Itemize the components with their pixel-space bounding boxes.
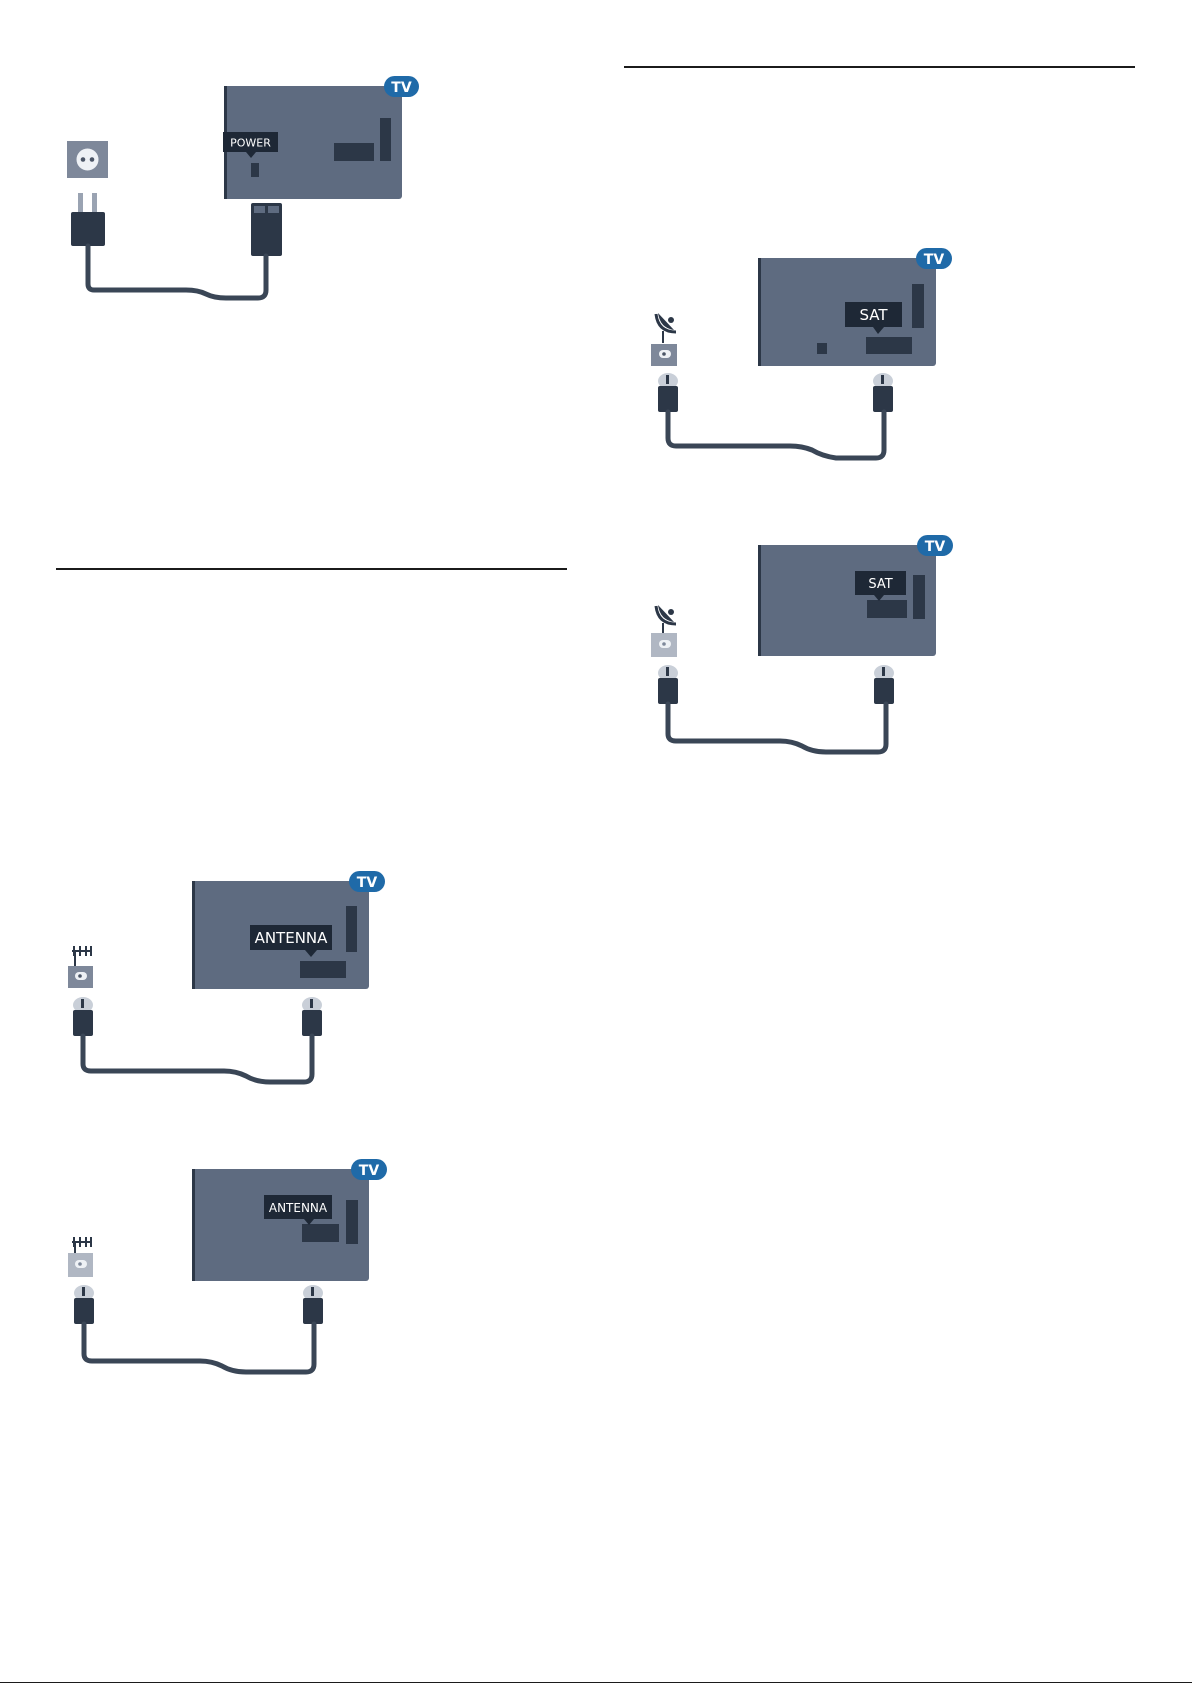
satellite-dish-icon xyxy=(656,313,676,343)
coax-plug-left xyxy=(74,1285,94,1324)
sat-cable-1 xyxy=(668,412,884,458)
coax-plug-right xyxy=(873,373,893,412)
antenna-diagram-1: TV ANTENNA xyxy=(68,871,385,1082)
svg-text:POWER: POWER xyxy=(230,137,271,150)
coax-plug-right xyxy=(874,665,894,704)
svg-text:TV: TV xyxy=(391,80,412,96)
svg-text:SAT: SAT xyxy=(868,577,892,592)
tv-power-connector xyxy=(251,203,282,256)
svg-text:TV: TV xyxy=(357,875,378,891)
svg-text:SAT: SAT xyxy=(859,306,888,324)
coax-plug-left xyxy=(658,665,678,704)
power-plug-icon xyxy=(71,193,105,246)
tv-back-panel xyxy=(758,545,936,656)
sat-diagram-2: TV SAT xyxy=(651,535,953,752)
coax-plug-right xyxy=(302,997,322,1036)
antenna-icon xyxy=(72,946,92,966)
tv-badge: TV xyxy=(916,248,952,269)
svg-text:ANTENNA: ANTENNA xyxy=(269,1201,328,1215)
coax-plug-left xyxy=(73,997,93,1036)
power-cable xyxy=(88,246,266,298)
coax-plug-left xyxy=(658,373,678,412)
svg-text:TV: TV xyxy=(924,252,945,268)
sat-cable-2 xyxy=(668,704,886,752)
wall-outlet-icon xyxy=(68,966,93,988)
tv-back-panel xyxy=(192,1169,369,1281)
svg-text:ANTENNA: ANTENNA xyxy=(255,929,329,947)
svg-text:TV: TV xyxy=(359,1163,380,1179)
antenna-diagram-2: TV ANTENNA xyxy=(68,1159,387,1372)
wall-outlet-icon xyxy=(651,633,677,657)
antenna-icon xyxy=(72,1237,92,1253)
tv-badge: TV xyxy=(917,535,953,556)
wall-outlet-icon xyxy=(68,1253,93,1277)
tv-badge: TV xyxy=(349,871,385,892)
antenna-cable-2 xyxy=(84,1324,314,1372)
tv-badge: TV xyxy=(384,76,419,97)
wall-outlet-icon xyxy=(651,344,677,366)
tv-badge: TV xyxy=(351,1159,387,1180)
coax-plug-right xyxy=(303,1285,323,1324)
sat-diagram-1: TV SAT xyxy=(651,248,952,458)
satellite-dish-icon xyxy=(656,605,676,633)
power-diagram: TV POWER xyxy=(67,76,419,298)
svg-text:TV: TV xyxy=(925,539,946,555)
wall-socket-icon xyxy=(67,141,108,178)
antenna-cable-1 xyxy=(83,1036,312,1082)
